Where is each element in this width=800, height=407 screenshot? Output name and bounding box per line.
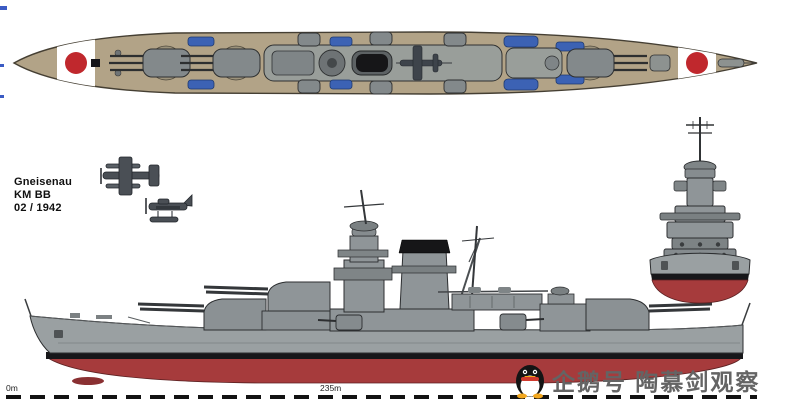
watermark: 企鹅号 陶慕剑观察 [516,365,760,399]
foremast [360,189,367,225]
front-anchor [661,261,668,270]
aft-rangefinder-top [544,55,560,71]
front-hull [649,252,751,275]
aircraft-side-icon [145,194,193,223]
ship-type-label: KM BB [14,189,52,201]
front-underwater-hull [651,279,749,304]
main-turret-c-top [566,48,648,78]
rangefinder-wing [673,180,688,192]
stern-deckhouse-top [649,54,671,72]
bow-jackstaff [24,298,32,317]
main-turret-c-side [585,298,713,331]
stern-fitting-top [717,58,745,68]
boot-stripe-side [46,352,743,359]
front-boot-stripe [651,274,749,280]
secondary-turrets-side [317,313,545,331]
foretop-rangefinder [349,220,379,232]
scale-ruler: 0m 235m [6,383,757,399]
funnel-side [391,239,457,310]
front-superstructure [666,221,734,239]
front-anchor [732,261,739,270]
aft-superstructure [539,286,591,332]
aircraft-top-icon [100,156,160,196]
watermark-text: 企鹅号 陶慕剑观察 [551,369,760,395]
stern-recognition-circle [686,52,708,74]
anchor [54,330,63,338]
penguin-icon [516,365,544,399]
searchlight-platform [391,265,457,274]
bridge-top [271,50,315,76]
hangar-doors [469,296,515,308]
top-view-ship [12,31,758,95]
front-foretop-base [684,168,716,179]
yardarm [343,203,385,208]
funnel-opening [356,54,388,72]
shipboard-aircraft-top [399,45,443,81]
aft-rangefinder [550,286,570,296]
bow-recognition-circle [65,52,87,74]
main-turret-a-side [137,298,267,331]
ship-date-label: 02 / 1942 [14,202,62,214]
bow-fitting [70,313,80,318]
mainmast-yard [461,237,495,242]
ship-label-block: Gneisenau KM BB 02 / 1942 [14,176,72,215]
main-turret-b-top [180,48,261,78]
sonar-dome [72,377,104,385]
aft-deckhouse-top [505,47,563,79]
bow-fitting [96,315,112,319]
front-tower [686,177,714,207]
scale-end-label: 235m [320,383,341,393]
secondary-turrets-top [297,31,467,95]
front-view-ship [649,117,751,304]
front-turret-b [671,237,729,250]
rangefinder-top [327,58,337,68]
ship-name-label: Gneisenau [14,176,73,188]
scale-start-label: 0m [6,383,18,393]
breakwater [127,316,151,324]
stern-flagstaff [741,302,751,326]
side-view-ship [24,189,751,385]
funnel-cap [398,239,451,254]
bridge-wings [659,212,741,221]
anchor-chain-fitting [91,59,100,67]
aa-tub [468,287,481,293]
rangefinder-wing [712,180,727,192]
catapult-side [437,290,549,293]
edge-artifact-marks [0,6,7,98]
hangar [451,293,543,311]
tower-bridge [333,189,393,313]
radar-antenna [686,121,714,134]
aa-tub [498,287,511,293]
